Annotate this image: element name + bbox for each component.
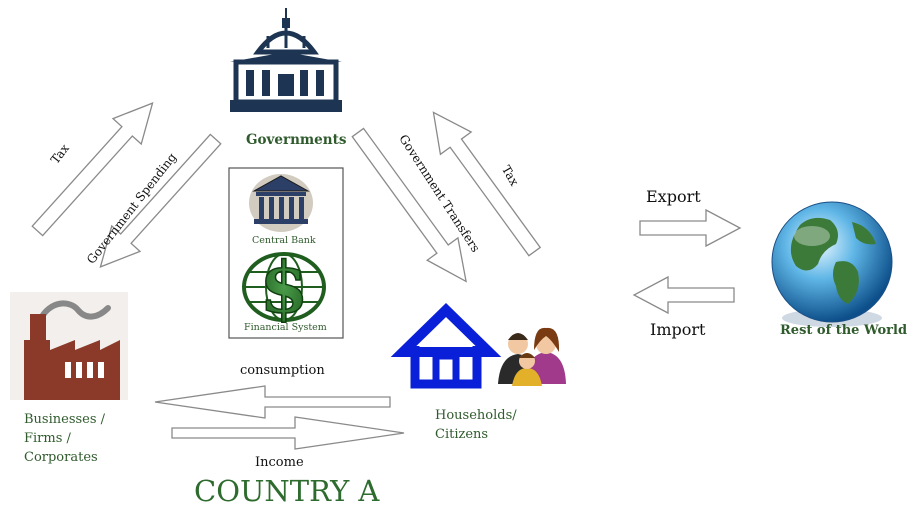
rest-of-world-label: Rest of the World: [780, 323, 908, 338]
house-icon: [390, 303, 502, 389]
export-arrow: [639, 208, 742, 248]
businesses-line-1: Businesses /: [24, 412, 106, 427]
central-bank-label: Central Bank: [252, 235, 316, 246]
tax-right-arrow: [432, 111, 542, 257]
businesses-line-2: Firms /: [24, 431, 71, 446]
family-icon: [498, 327, 566, 386]
bank-building-icon: [249, 174, 313, 232]
globe-icon: [771, 201, 893, 327]
income-label: Income: [255, 455, 304, 470]
businesses-label: Businesses / Firms / Corporates: [24, 410, 105, 467]
households-line-2: Citizens: [435, 427, 489, 442]
households-label: Households/ Citizens: [435, 406, 517, 444]
income-arrow: [171, 416, 405, 450]
factory-icon: [10, 292, 128, 400]
import-label: Import: [650, 320, 706, 339]
consumption-arrow: [154, 385, 391, 419]
svg-text:$: $: [260, 246, 309, 329]
government-transfers-arrow: [351, 127, 467, 283]
import-arrow: [632, 275, 735, 315]
financial-system-label: Financial System: [244, 322, 327, 333]
capitol-building-icon: [230, 8, 342, 112]
government-spending-arrow: [99, 133, 222, 268]
governments-label: Governments: [246, 132, 347, 148]
export-label: Export: [646, 187, 701, 206]
dollar-globe-icon: $: [242, 245, 326, 330]
consumption-label: consumption: [240, 363, 325, 378]
households-line-1: Households/: [435, 408, 517, 423]
businesses-line-3: Corporates: [24, 450, 98, 465]
country-label: COUNTRY A: [194, 474, 380, 508]
tax-left-arrow: [31, 102, 154, 237]
